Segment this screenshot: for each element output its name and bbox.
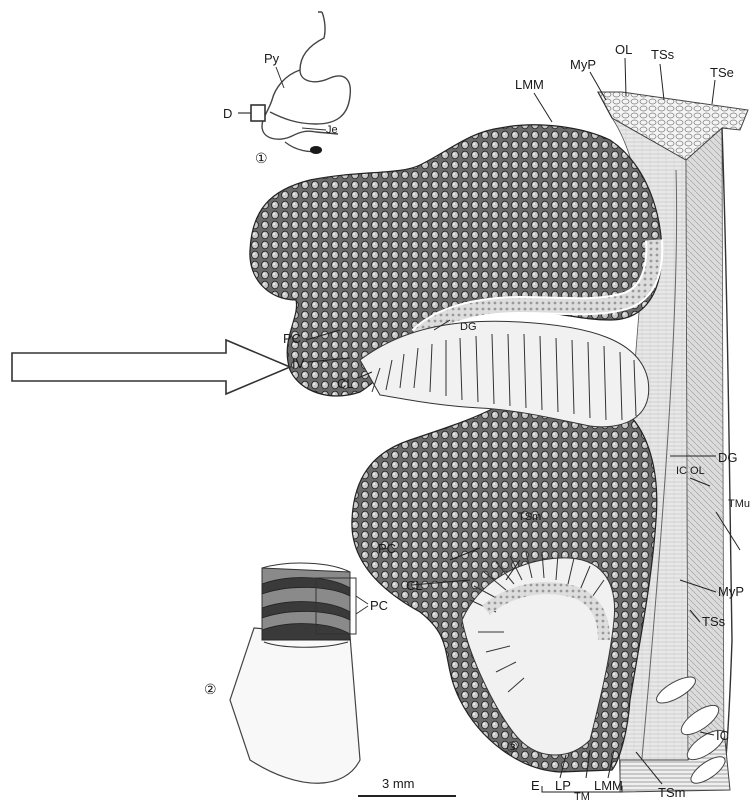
label-bottom-tsm: TSm: [658, 785, 685, 800]
label-right-tmu: TMu: [728, 498, 750, 510]
label-right-tss: TSs: [702, 614, 726, 629]
inset-cylinder: [230, 563, 368, 783]
label-right-ic-ol: IC OL: [676, 465, 705, 477]
label-right-ic: IC: [716, 728, 729, 743]
label-dg-inner: DG: [460, 321, 477, 333]
label-top-myp: MyP: [570, 57, 596, 72]
inset-highlight-box: [251, 105, 265, 121]
label-top-ol: OL: [615, 42, 632, 57]
inset-3-number: ③: [506, 739, 519, 755]
label-top-lmm: LMM: [515, 77, 544, 92]
label-bottom-lp: LP: [555, 778, 571, 793]
inset-1-number: ①: [255, 150, 268, 166]
label-cl-upper: CL: [337, 376, 354, 391]
label-py: Py: [264, 51, 280, 66]
label-bottom-lmm: LMM: [594, 778, 623, 793]
label-right-myp: MyP: [718, 584, 744, 599]
label-bottom-e: E: [531, 778, 540, 793]
label-iv: IV: [292, 356, 305, 371]
label-d: D: [223, 106, 232, 121]
label-right-dg: DG: [718, 450, 738, 465]
label-cl-lower: CL: [406, 578, 423, 593]
label-pc-lower: PC: [378, 541, 396, 556]
inset-2-number: ②: [204, 681, 217, 697]
label-inset2-pc: PC: [370, 598, 388, 613]
pointer-arrow: [12, 340, 290, 394]
label-top-tss: TSs: [651, 47, 675, 62]
label-pc-upper: PC: [283, 331, 301, 346]
label-je: Je: [326, 124, 338, 136]
label-tsm-inner: TSm: [518, 511, 541, 523]
label-top-tse: TSe: [710, 65, 734, 80]
label-bottom-tm: TM: [574, 791, 590, 801]
scale-bar-label: 3 mm: [382, 776, 415, 791]
